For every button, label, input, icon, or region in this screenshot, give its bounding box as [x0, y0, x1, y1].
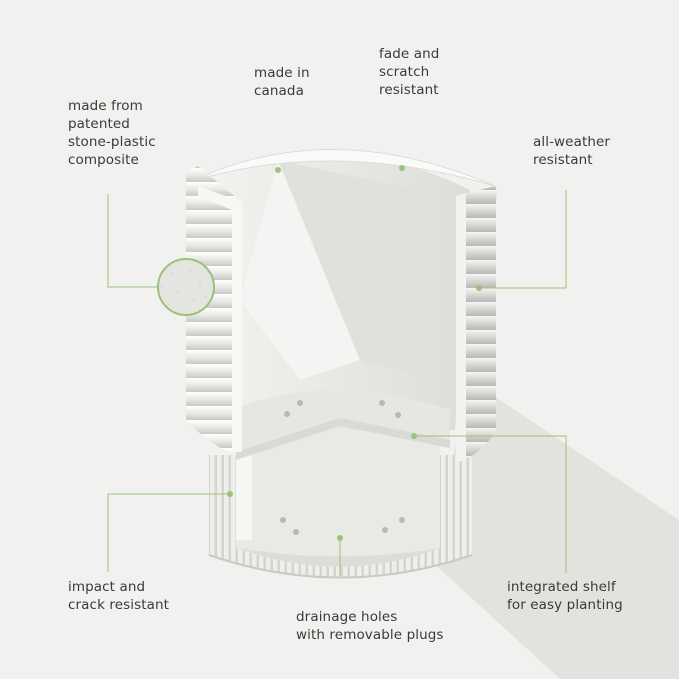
leader-lines — [107, 190, 567, 576]
cast-shadow — [430, 380, 679, 679]
right-wall — [456, 186, 497, 462]
callout-material-line: patented — [68, 116, 130, 132]
callout-shelf: integrated shelf for easy planting — [507, 578, 623, 614]
callout-weather-line: all-weather — [533, 134, 611, 150]
callout-shelf-line: for easy planting — [507, 597, 623, 613]
callout-drainage-line: drainage holes — [296, 609, 398, 625]
callout-drainage-line: with removable plugs — [296, 627, 444, 643]
callout-fade-line: fade and — [379, 46, 440, 62]
shelf — [232, 390, 450, 452]
callout-impact-line: crack resistant — [68, 597, 170, 613]
callout-made-in-line: made in — [254, 65, 310, 81]
callout-fade-line: scratch — [379, 64, 430, 80]
callout-material-line: made from — [68, 98, 143, 114]
callout-made-in: made in canada — [254, 64, 310, 100]
callout-material-line: stone-plastic — [68, 134, 156, 150]
callout-material-line: composite — [68, 152, 139, 168]
callout-dots — [227, 165, 482, 541]
callout-made-in-line: canada — [254, 83, 304, 99]
callout-fade-line: resistant — [379, 82, 439, 98]
callout-material: made from patented stone-plastic composi… — [68, 97, 156, 169]
callout-drainage: drainage holes with removable plugs — [296, 608, 444, 644]
material-swatch — [157, 258, 215, 316]
callout-weather: all-weather resistant — [533, 133, 610, 169]
base-interior — [236, 420, 440, 567]
callout-impact: impact and crack resistant — [68, 578, 169, 614]
callout-weather-line: resistant — [533, 152, 593, 168]
callout-fade: fade and scratch resistant — [379, 45, 439, 99]
callout-impact-line: impact and — [68, 579, 146, 595]
left-wall — [186, 166, 242, 452]
callout-shelf-line: integrated shelf — [507, 579, 616, 595]
